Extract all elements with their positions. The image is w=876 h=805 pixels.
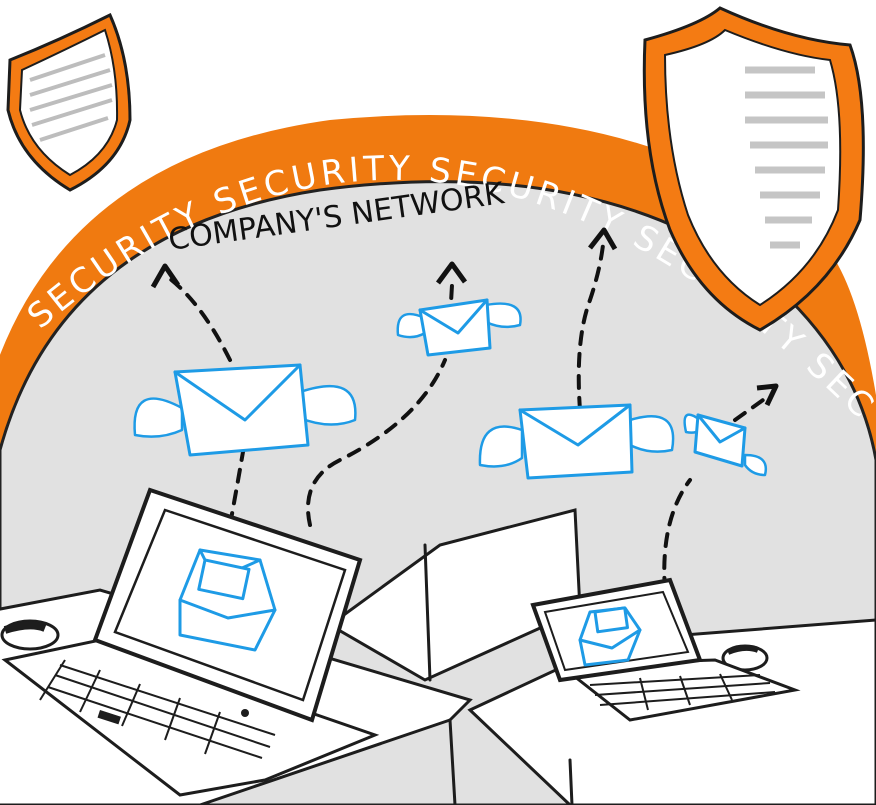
envelope-icon — [178, 548, 277, 652]
winged-envelope-icon — [478, 403, 675, 480]
envelope-icon — [578, 606, 642, 667]
shield-icon — [642, 6, 865, 332]
back-monitor — [327, 508, 582, 682]
laptop-icon — [1, 487, 380, 797]
winged-envelope-icon — [133, 363, 357, 457]
arrow-icon — [150, 227, 779, 407]
shield-icon — [6, 12, 132, 192]
winged-envelope-icon — [683, 413, 768, 477]
mouse-icon — [0, 619, 60, 651]
winged-envelope-icon — [396, 298, 522, 357]
